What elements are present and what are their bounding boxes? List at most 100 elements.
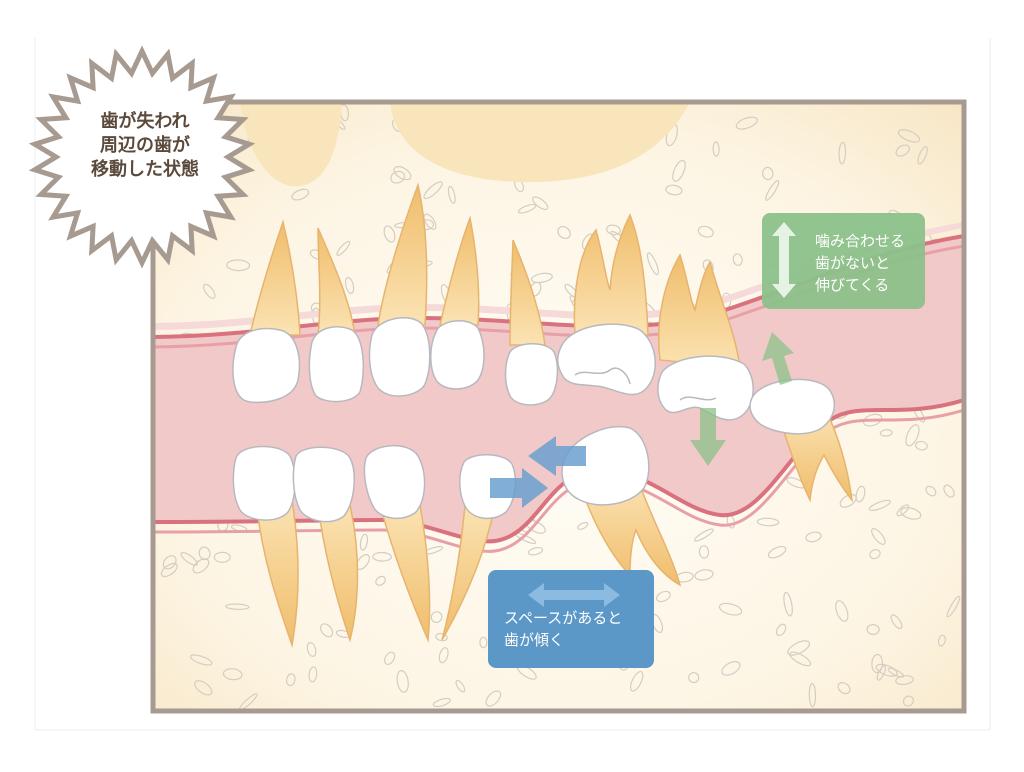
bone-pore xyxy=(925,485,937,497)
bone-pore xyxy=(485,690,502,707)
bone-pore xyxy=(787,640,811,656)
bone-pore xyxy=(756,517,780,527)
bone-pore xyxy=(213,551,231,563)
bone-pore xyxy=(875,663,898,677)
bone-pore xyxy=(198,546,211,561)
bone-pore xyxy=(383,651,396,665)
bone-pore xyxy=(225,603,250,610)
lower-root-2 xyxy=(317,504,359,643)
bone-pore xyxy=(808,682,817,708)
bone-pore xyxy=(732,253,743,266)
upper-crown-6 xyxy=(557,323,656,396)
diagram-frame xyxy=(150,99,967,714)
bone-pore xyxy=(775,623,787,637)
bone-pore xyxy=(532,196,549,211)
lower-root-1 xyxy=(255,499,299,648)
lower-crown-4 xyxy=(459,454,517,520)
bone-pore xyxy=(890,614,903,630)
bone-pore xyxy=(189,654,213,666)
bone-pore xyxy=(866,623,880,636)
upper-root-1 xyxy=(249,219,301,336)
bone-pore xyxy=(606,224,621,236)
bone-pore xyxy=(869,548,881,560)
bone-pore xyxy=(839,493,857,508)
bone-pore xyxy=(646,252,659,276)
crown-groove-7 xyxy=(679,396,717,401)
bone-pore xyxy=(896,504,910,517)
bone-pore xyxy=(905,424,920,447)
extrusion-arrows xyxy=(690,332,794,466)
lower-root-tilted xyxy=(581,479,682,587)
callout-tilt-line-2: 歯が傾く xyxy=(504,630,565,649)
callout-tilt-line-1: スペースがあると xyxy=(504,609,623,627)
title-line-1: 歯が失われ xyxy=(100,111,190,132)
arrow-right-icon xyxy=(490,468,548,508)
bone-pore xyxy=(672,159,686,182)
bone-pore xyxy=(767,545,787,559)
bone-pore xyxy=(194,680,213,696)
bone-pore xyxy=(160,562,178,578)
callout-extrusion-box xyxy=(762,213,925,309)
bone-pore xyxy=(838,141,847,165)
bone-pore xyxy=(694,569,714,581)
bone-pore xyxy=(697,225,714,238)
bone-pore xyxy=(762,166,774,181)
bone-pore xyxy=(162,555,177,570)
bone-pore xyxy=(180,551,198,566)
bone-pore xyxy=(855,485,866,503)
upper-root-2 xyxy=(317,227,356,336)
bone-pore xyxy=(192,558,210,574)
lower-crown-2 xyxy=(292,446,356,523)
bone-pore xyxy=(665,184,683,196)
bone-pore xyxy=(435,632,448,642)
bone-pore xyxy=(479,636,488,649)
bone-pore xyxy=(527,546,544,556)
bone-pore xyxy=(735,116,758,130)
upper-root-5 xyxy=(509,239,546,346)
bone-pore xyxy=(871,528,886,545)
bone-pore xyxy=(336,240,351,256)
bone-pore xyxy=(895,144,910,157)
bone-pore xyxy=(805,531,822,543)
lower-root-4 xyxy=(441,504,496,641)
bone-pore xyxy=(320,623,334,638)
bone-pore xyxy=(344,276,355,295)
title-line-3: 移動した状態 xyxy=(91,158,199,180)
bone-pore xyxy=(887,667,905,678)
bone-pore xyxy=(835,600,849,622)
bone-pore xyxy=(383,225,396,243)
title-line-2: 周辺の歯が xyxy=(100,134,190,156)
vertical-double-arrow-icon xyxy=(772,222,796,298)
lower-crown-1 xyxy=(232,445,296,521)
bone-pore xyxy=(902,695,914,707)
bone-pore xyxy=(530,272,553,284)
callout-extrusion-line-3: 伸びてくる xyxy=(815,275,890,294)
title-label: 歯が失われ 周辺の歯が 移動した状態 xyxy=(62,110,228,181)
bone-pore xyxy=(688,672,700,684)
bone-pore xyxy=(423,213,437,230)
bone-pore xyxy=(655,590,671,603)
bone-pore xyxy=(789,651,812,667)
lower-crown-3 xyxy=(363,444,426,520)
bone-pore xyxy=(393,166,412,181)
bone-pore xyxy=(447,185,456,204)
bone-pore xyxy=(291,188,310,201)
bone-pore xyxy=(718,602,743,616)
bone-pore xyxy=(375,575,386,586)
bone-pore xyxy=(203,283,216,299)
bone-pore xyxy=(900,507,922,520)
callout-extrusion-line-1: 噛み合わせる xyxy=(815,232,906,250)
bone-pore xyxy=(430,611,443,624)
tilt-arrows xyxy=(490,436,586,508)
bone-pore xyxy=(879,429,893,437)
arrow-up-icon xyxy=(762,332,794,385)
upper-root-3 xyxy=(377,182,428,326)
bone-pore xyxy=(943,484,955,498)
bone-pore xyxy=(871,653,884,674)
sinus-shape xyxy=(390,102,690,183)
bone-pore xyxy=(629,670,644,692)
bone-pore xyxy=(306,642,317,657)
upper-root-7 xyxy=(657,253,741,369)
